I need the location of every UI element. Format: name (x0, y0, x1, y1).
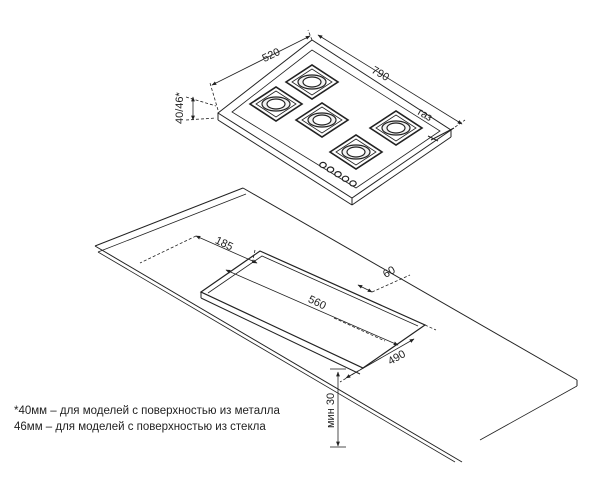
cutout-margin-label: 60 (381, 264, 398, 281)
cutout-depth-label: 490 (386, 348, 408, 368)
gas-inlet (427, 127, 455, 142)
control-knob (341, 175, 350, 182)
worktop-back-edge (94, 187, 244, 247)
worktop-front-edge (94, 245, 463, 463)
control-knob (319, 161, 327, 169)
note-glass: 46мм – для моделей с поверхностью из сте… (14, 421, 266, 433)
hob-height-label: 40/46* (174, 91, 186, 124)
burner (248, 86, 304, 122)
hob-dimensions (185, 29, 466, 131)
notes-block: *40мм – для моделей с поверхностью из ме… (14, 403, 334, 435)
hob-width-label: 520 (260, 46, 282, 65)
burner (284, 64, 340, 100)
cutout-length-label: 560 (306, 294, 328, 313)
hob-thickness-right (351, 136, 452, 206)
note-metal: *40мм – для моделей с поверхностью из ме… (14, 405, 280, 417)
cutout-offset-label: 185 (213, 235, 235, 254)
control-knob (334, 170, 342, 178)
burner (328, 134, 384, 170)
hob-length-label: 790 (369, 64, 391, 84)
burner (368, 110, 424, 146)
burners-group (248, 64, 424, 170)
hob-thickness-bottom (217, 119, 353, 206)
control-knob (349, 180, 357, 187)
burner (294, 102, 350, 138)
knobs-group (319, 161, 357, 187)
cutout-dimensions (139, 235, 437, 448)
control-knob (326, 166, 335, 173)
cutout-min-depth-label: мин 30 (325, 393, 337, 428)
